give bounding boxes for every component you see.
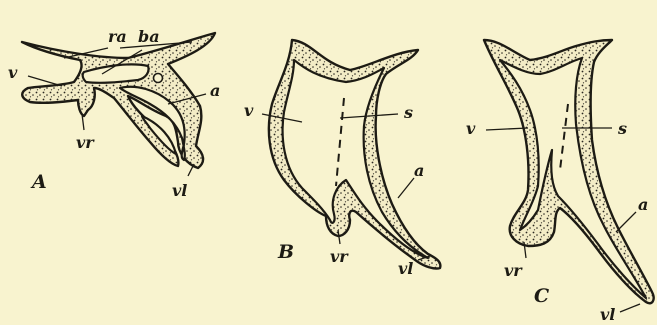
panel-b-v-label: v [244, 101, 254, 120]
panel-c-a-label: a [638, 195, 648, 214]
panel-b-vl-label: vl [398, 259, 413, 278]
panel-c-caption: C [534, 285, 549, 307]
panel-c-cavity [500, 58, 646, 298]
panel-b-vr-label: vr [330, 247, 349, 266]
panel-c-vr-label: vr [504, 261, 523, 280]
panel-a-wall [22, 33, 215, 168]
panel-b-a-leader [398, 178, 414, 198]
panel-c-a-leader [616, 212, 636, 232]
panel-c: v s a vr vl C [466, 40, 654, 324]
panel-b-s-label: s [403, 103, 413, 122]
panel-a-v-label: v [8, 63, 18, 82]
panel-a-v-leader [28, 76, 62, 86]
panel-c-v-leader [486, 128, 528, 130]
panel-c-s-label: s [617, 119, 627, 138]
panel-b: v s a vr vl B [244, 40, 440, 278]
panel-a-vl-label: vl [172, 181, 187, 200]
panel-c-vl-label: vl [600, 305, 615, 324]
panel-c-vl-leader [620, 304, 640, 312]
panel-c-v-label: v [466, 119, 476, 138]
panel-b-caption: B [277, 241, 294, 263]
panel-a-a-label: a [210, 81, 220, 100]
panel-b-a-label: a [414, 161, 424, 180]
panel-a-caption: A [30, 171, 47, 193]
panel-a-vr-label: vr [76, 133, 95, 152]
panel-a-ra-label: ra [108, 27, 127, 46]
panel-a-small-circle [154, 74, 163, 83]
panel-a: ra ba v a vr vl A [8, 27, 220, 200]
panel-a-ba-label: ba [138, 27, 160, 46]
